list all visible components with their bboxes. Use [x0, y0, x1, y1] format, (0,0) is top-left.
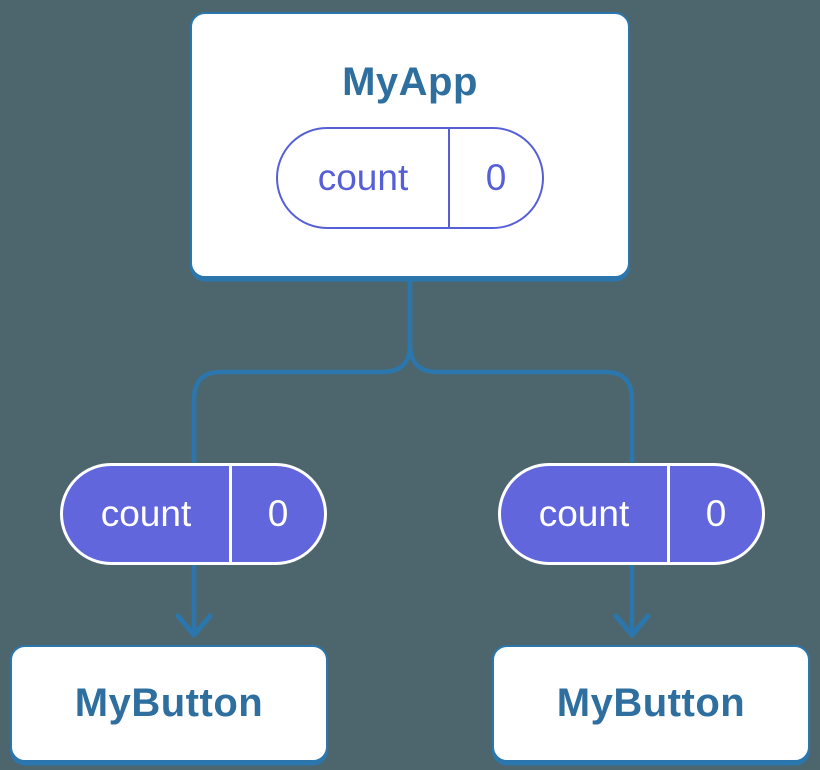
state-pill-left-child: count 0	[60, 463, 327, 565]
state-name-label: count	[317, 157, 409, 198]
component-title: MyButton	[74, 681, 264, 725]
state-name-label: count	[538, 493, 630, 534]
component-node-mybutton-left: MyButton	[10, 645, 328, 762]
component-title: MyApp	[342, 60, 478, 104]
component-node-myapp: MyApp count 0	[190, 12, 630, 278]
state-value: 0	[267, 493, 289, 534]
pill-divider	[448, 129, 450, 227]
state-value: 0	[485, 157, 507, 198]
state-name-label: count	[100, 493, 192, 534]
state-pill-myapp: count 0	[276, 127, 544, 229]
pill-divider	[229, 466, 232, 562]
arrowhead-down-icon	[613, 613, 651, 638]
component-node-mybutton-right: MyButton	[492, 645, 810, 762]
state-value: 0	[705, 493, 727, 534]
state-pill-right-child: count 0	[498, 463, 765, 565]
component-title: MyButton	[556, 681, 746, 725]
connector-branch-left	[191, 343, 413, 632]
connector-branch-right	[407, 343, 635, 632]
pill-divider	[667, 466, 670, 562]
arrowhead-down-icon	[175, 613, 213, 638]
